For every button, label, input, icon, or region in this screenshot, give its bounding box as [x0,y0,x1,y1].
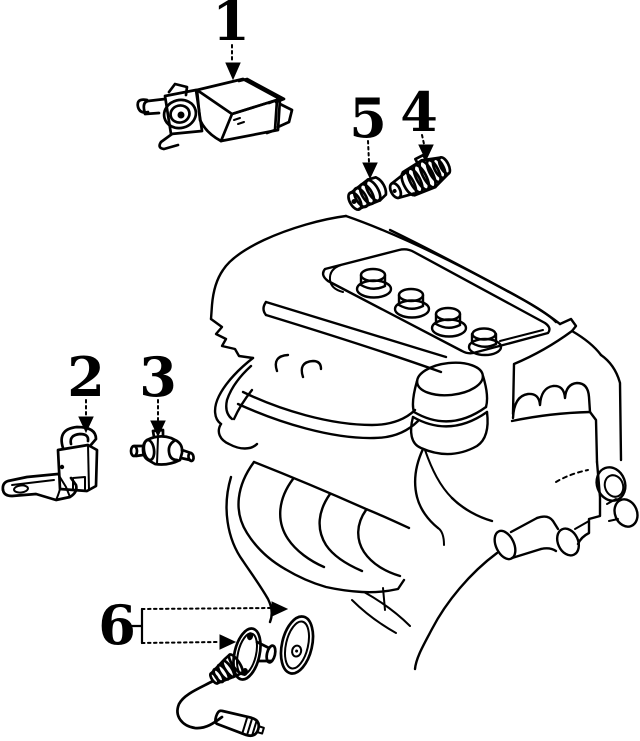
engine-valve-cover [209,214,603,416]
callout-leader-2 [78,399,94,434]
callout-leader-5 [362,140,378,180]
part-bracket-valve [1,425,99,502]
callout-leader-4 [418,134,434,162]
engine-exhaust-stub-right [555,527,581,557]
arrowhead-6b [219,634,237,650]
arrowhead-1 [225,62,241,81]
part-solenoid-valve [129,428,195,466]
part-oxygen-sensor [176,615,315,738]
oxygen-sensor-connector [214,709,265,738]
engine-side-port-upper [595,466,627,502]
arrowhead-5 [362,162,378,180]
engine-assembly [209,214,639,671]
arrowhead-6a [271,601,289,617]
arrowhead-4 [418,144,434,162]
engine-spark-plug-valley [321,248,551,355]
engine-bottom-exhaust [413,447,590,671]
callout-label-2: 2 [67,345,105,409]
engine-side-port-lower [613,498,639,528]
part-large-sensor-plug [388,153,452,200]
part-small-sensor-plug [347,175,388,211]
engine-left-hoses [213,353,420,450]
engine-spark-plug-bosses [355,267,503,357]
arrowhead-2 [78,416,94,434]
callout-label-5: 5 [349,86,387,150]
oxygen-sensor-gasket [279,615,315,675]
oxygen-sensor-thread-body [209,653,245,685]
engine-distributor-cylinder [409,361,489,456]
callout-leader-3 [150,399,166,438]
arrowhead-3 [150,420,166,438]
engine-cylinder-head-right [510,353,639,546]
engine-intake-runners [225,460,411,634]
oxygen-sensor-wire [176,679,224,730]
callout-label-4: 4 [400,80,438,144]
callout-label-3: 3 [139,345,177,409]
part-canister-assembly [136,77,294,151]
callout-leader-1 [225,44,241,81]
callout-label-1: 1 [212,0,250,53]
callout-leader-6 [127,601,289,650]
